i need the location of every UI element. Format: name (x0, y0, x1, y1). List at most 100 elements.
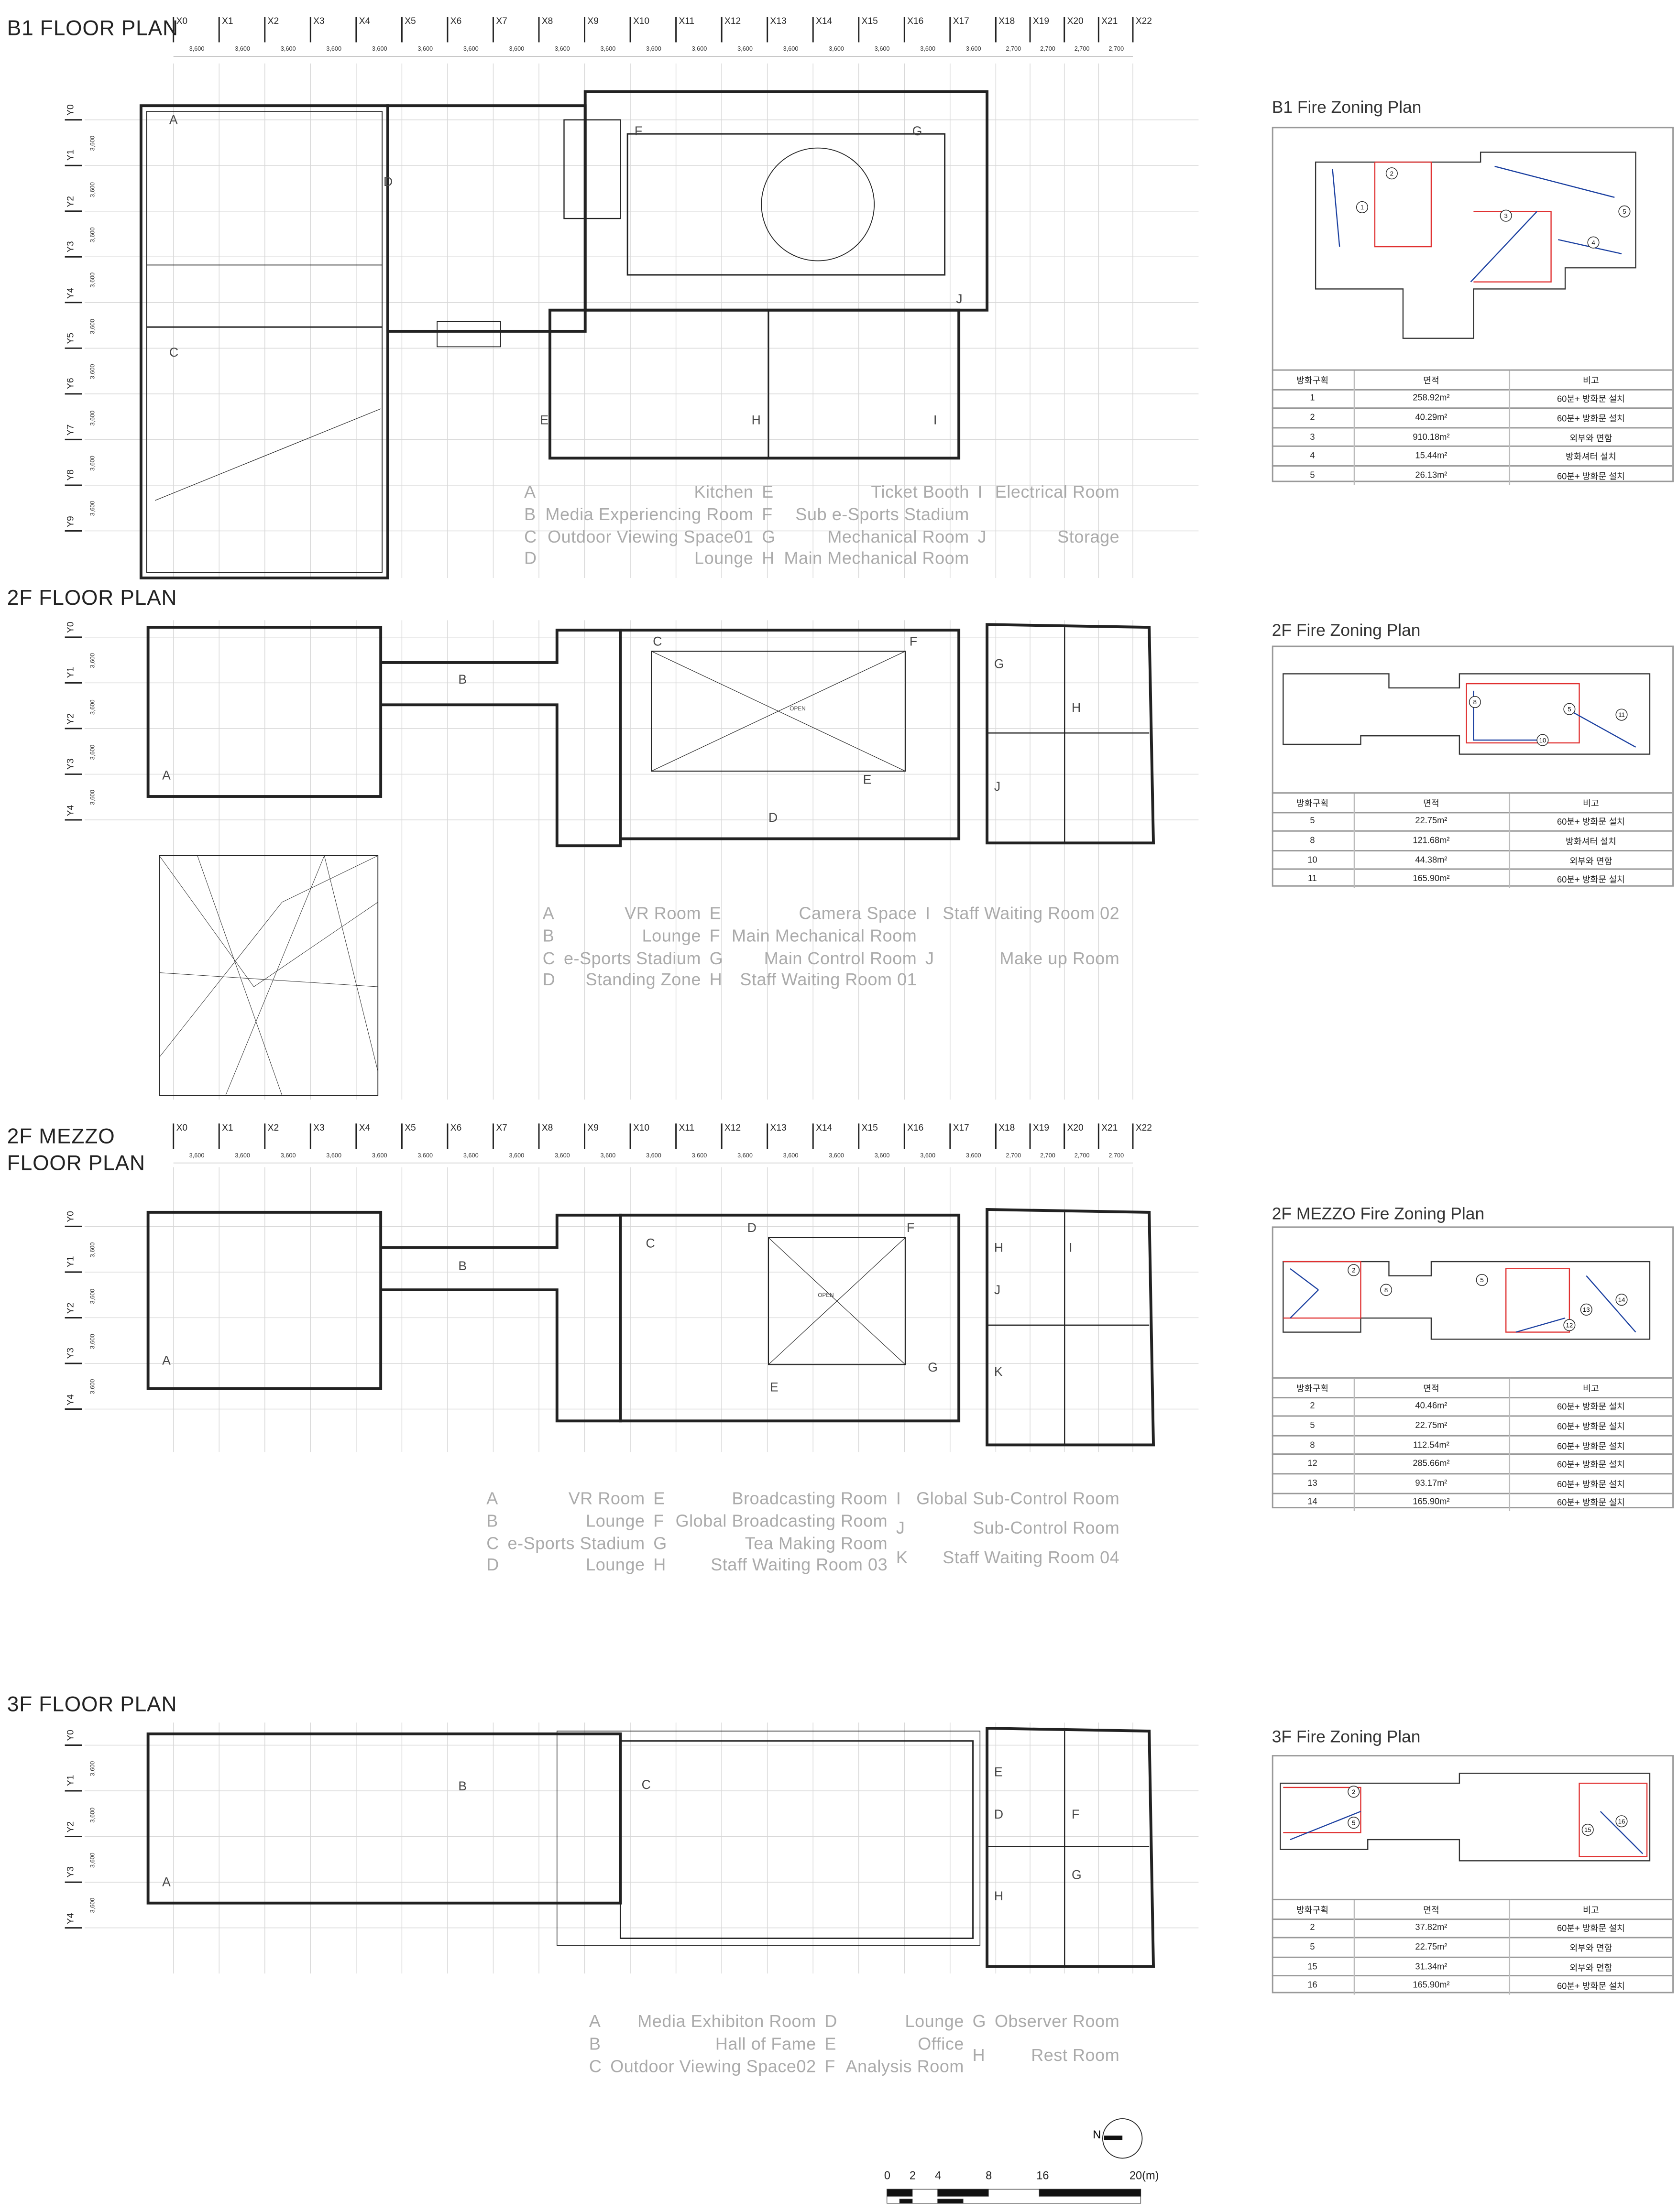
x-axis-dimension: 3,600 (829, 1152, 844, 1159)
x-axis-label: X12 (724, 17, 741, 27)
zone-number-marker: 4 (1587, 236, 1600, 249)
scale-tick-label: 4 (934, 2169, 942, 2182)
y-axis-label: Y1 (66, 1775, 77, 1787)
zone-number-marker: 13 (1580, 1303, 1592, 1316)
y-axis-label: Y1 (66, 667, 77, 679)
x-axis-label: X14 (816, 17, 833, 27)
zone-area: 22.75m² (1353, 1416, 1509, 1436)
zone-remark: 60분+ 방화문 설치 (1508, 1396, 1673, 1417)
zone-area: 26.13m² (1353, 465, 1509, 485)
x-axis-dimension: 3,600 (189, 1152, 205, 1159)
zone-number-marker: 8 (1380, 1284, 1393, 1296)
y-axis-label: Y1 (66, 1256, 77, 1268)
b1-plan-walls (139, 90, 989, 579)
zone-number-marker: 5 (1348, 1817, 1360, 1829)
x-axis-dimension: 3,600 (509, 45, 525, 53)
y-axis-label: Y4 (66, 804, 77, 816)
legend-label: Main Control Room (764, 948, 917, 968)
room-tag: J (956, 292, 963, 306)
svg-text:11: 11 (1618, 711, 1625, 719)
x-axis-dimension: 3,600 (554, 45, 570, 53)
x-axis-dimension: 3,600 (920, 45, 936, 53)
x-axis-dimension: 3,600 (235, 45, 250, 53)
zone-number-marker: 16 (1615, 1815, 1628, 1828)
legend-key: C (589, 2056, 602, 2076)
column-header: 비고 (1508, 1898, 1673, 1919)
x-axis-dimension: 3,600 (783, 45, 799, 53)
legend-label: Lounge (586, 1511, 645, 1531)
x-axis-dimension: 2,700 (1074, 45, 1090, 53)
y-axis-dimension: 3,600 (88, 318, 96, 334)
legend-key: D (824, 2011, 837, 2032)
x-axis-label: X5 (405, 1123, 416, 1133)
room-tag: A (162, 1874, 171, 1889)
zone-remark: 60분+ 방화문 설치 (1508, 811, 1673, 831)
y-axis-label: Y3 (66, 1348, 77, 1360)
legend-label: Staff Waiting Room 03 (711, 1555, 888, 1575)
x-axis-label: X19 (1032, 17, 1050, 27)
y-axis-dimension: 3,600 (88, 181, 96, 197)
legend-label: Outdoor Viewing Space01 (548, 526, 754, 546)
column-header: 면적 (1353, 369, 1509, 390)
x-axis-dimension: 3,600 (326, 1152, 342, 1159)
room-tag: E (994, 1765, 1003, 1779)
y-axis-dimension: 3,600 (88, 456, 96, 471)
legend-label: Staff Waiting Room 01 (740, 970, 917, 991)
zone-remark: 60분+ 방화문 설치 (1508, 869, 1673, 888)
zone-area: 258.92m² (1353, 388, 1509, 409)
y-axis-dimension: 3,600 (88, 364, 96, 380)
y-axis-label: Y0 (66, 104, 77, 116)
room-tag: A (162, 768, 171, 783)
y-axis-dimension: 3,600 (88, 653, 96, 669)
legend-key: E (824, 2034, 836, 2054)
x-axis-dimension: 3,600 (463, 1152, 479, 1159)
room-tag: I (1069, 1240, 1073, 1255)
room-tag: B (458, 672, 467, 687)
zone-area: 22.75m² (1353, 811, 1509, 831)
3f-plan-walls (146, 1727, 1155, 1968)
legend-label: Mechanical Room (827, 526, 969, 546)
legend-key: D (486, 1555, 499, 1575)
zone-remark: 방화셔터 설치 (1508, 446, 1673, 466)
x-axis-dimension: 3,600 (920, 1152, 936, 1159)
x-axis-dimension: 3,600 (280, 45, 296, 53)
x-axis-dimension: 3,600 (965, 1152, 981, 1159)
y-axis-dimension: 3,600 (88, 1807, 96, 1822)
legend-key: F (824, 2056, 835, 2076)
mezzo-plan-walls (146, 1208, 1155, 1447)
y-axis-label: Y6 (66, 378, 77, 390)
zone-remark: 60분+ 방화문 설치 (1508, 465, 1673, 485)
svg-text:14: 14 (1618, 1296, 1625, 1303)
legend-label: Rest Room (1031, 2045, 1120, 2065)
legend-label: Global Broadcasting Room (675, 1511, 888, 1531)
svg-text:8: 8 (1384, 1286, 1388, 1294)
room-tag: C (646, 1236, 655, 1251)
x-axis-dimension: 3,600 (737, 1152, 753, 1159)
x-axis-dimension: 2,700 (1006, 45, 1021, 53)
y-axis-dimension: 3,600 (88, 1379, 96, 1395)
x-axis-label: X8 (541, 17, 553, 27)
x-axis-dimension: 3,600 (372, 1152, 387, 1159)
zone-remark: 60분+ 방화문 설치 (1508, 1473, 1673, 1493)
zone-number: 1 (1272, 388, 1354, 409)
x-axis-dimension: 3,600 (463, 45, 479, 53)
legend-key: B (589, 2034, 601, 2054)
column-header: 비고 (1508, 792, 1673, 812)
x-axis-label: X14 (816, 1123, 833, 1133)
x-axis-label: X20 (1067, 1123, 1084, 1133)
legend-label: Outdoor Viewing Space02 (610, 2056, 816, 2076)
2f-plan-walls (146, 623, 1155, 1096)
